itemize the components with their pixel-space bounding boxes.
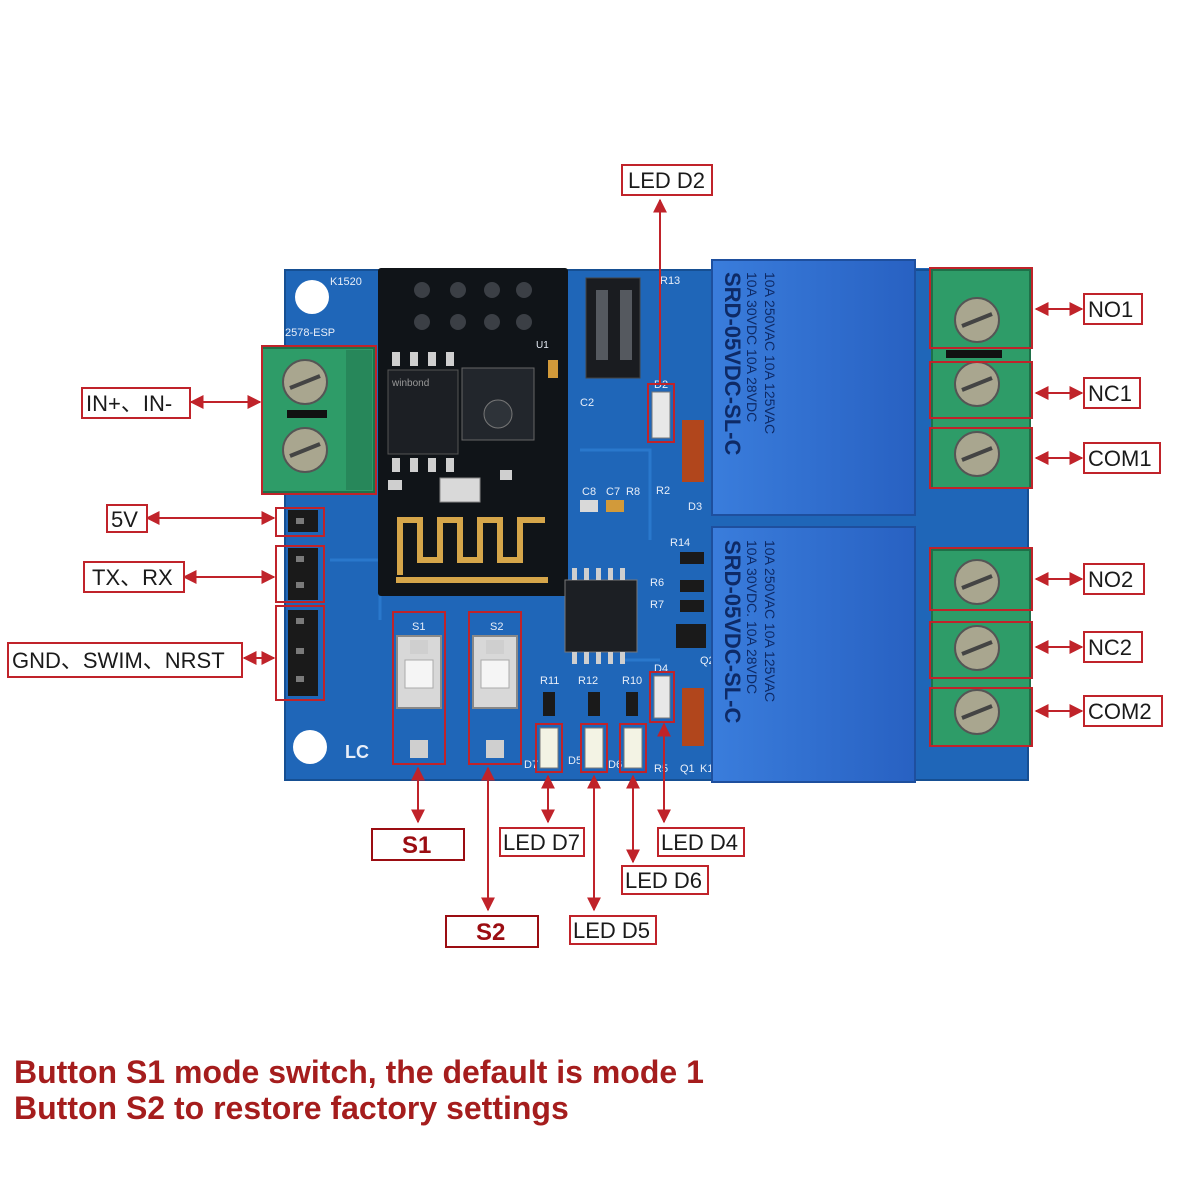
- mcu-chip: [564, 568, 638, 664]
- annotation-arrows: [145, 198, 1084, 912]
- svg-text:IN+、IN-: IN+、IN-: [86, 391, 172, 416]
- silk-2578: 2578-ESP: [285, 327, 335, 339]
- label-led-d6: LED D6: [621, 865, 709, 895]
- svg-text:NO1: NO1: [1088, 297, 1133, 322]
- svg-text:LED D2: LED D2: [628, 168, 705, 193]
- label-com1: COM1: [1083, 442, 1161, 474]
- mode-jumper: R13 C2: [580, 275, 680, 409]
- button-s1[interactable]: S1: [396, 621, 442, 758]
- label-led-d7: LED D7: [499, 827, 585, 857]
- label-s2: S2: [445, 915, 539, 948]
- relay2-terminal-block: [931, 549, 1031, 747]
- svg-text:R7: R7: [650, 599, 664, 611]
- svg-text:SRD-05VDC-SL-C: SRD-05VDC-SL-C: [720, 272, 745, 455]
- svg-text:COM2: COM2: [1088, 699, 1152, 724]
- svg-text:COM1: COM1: [1088, 446, 1152, 471]
- label-no2: NO2: [1083, 563, 1145, 595]
- silk-lc: LC: [345, 742, 369, 762]
- svg-text:U1: U1: [536, 340, 549, 351]
- svg-text:10A 30VDC. 10A 28VDC: 10A 30VDC. 10A 28VDC: [744, 540, 760, 694]
- svg-text:5V: 5V: [111, 507, 138, 532]
- status-leds: R11 R12 R10 D7 D5 D6: [524, 675, 643, 771]
- svg-text:10A 30VDC 10A 28VDC: 10A 30VDC 10A 28VDC: [744, 272, 760, 422]
- pin-headers: [288, 510, 318, 696]
- label-s1: S1: [371, 828, 465, 861]
- svg-text:R5: R5: [654, 763, 668, 775]
- label-com2: COM2: [1083, 695, 1163, 727]
- svg-text:GND、SWIM、NRST: GND、SWIM、NRST: [12, 648, 225, 673]
- svg-text:S2: S2: [490, 621, 503, 633]
- svg-text:C2: C2: [580, 397, 594, 409]
- note-button-s1: Button S1 mode switch, the default is mo…: [14, 1054, 704, 1090]
- svg-text:D3: D3: [688, 501, 702, 513]
- svg-text:R6: R6: [650, 577, 664, 589]
- svg-text:S2: S2: [476, 919, 505, 946]
- button-s2[interactable]: S2: [472, 621, 518, 758]
- svg-text:R10: R10: [622, 675, 642, 687]
- relay1-terminal-block: [931, 269, 1031, 489]
- svg-text:C8: C8: [582, 486, 596, 498]
- label-no1: NO1: [1083, 293, 1143, 325]
- label-nc2: NC2: [1083, 631, 1143, 663]
- note-button-s2: Button S2 to restore factory settings: [14, 1090, 569, 1126]
- label-in-power: IN+、IN-: [81, 387, 191, 419]
- svg-text:10A 250VAC 10A 125VAC: 10A 250VAC 10A 125VAC: [762, 540, 778, 702]
- label-gnd-swim-nrst: GND、SWIM、NRST: [7, 642, 243, 678]
- flash-chip: [387, 369, 459, 455]
- svg-text:LED D5: LED D5: [573, 918, 650, 943]
- label-led-d5: LED D5: [569, 915, 657, 945]
- svg-text:LED D6: LED D6: [625, 868, 702, 893]
- label-led-d2: LED D2: [621, 164, 713, 196]
- svg-text:TX、RX: TX、RX: [92, 565, 173, 590]
- svg-text:NO2: NO2: [1088, 567, 1133, 592]
- svg-text:Q1: Q1: [680, 763, 695, 775]
- svg-text:R2: R2: [656, 485, 670, 497]
- highlight-boxes: [261, 267, 1033, 773]
- svg-text:D7: D7: [524, 759, 538, 771]
- svg-text:NC1: NC1: [1088, 381, 1132, 406]
- svg-text:C7: C7: [606, 486, 620, 498]
- svg-text:LED D4: LED D4: [661, 830, 738, 855]
- relay-2: 10A 250VAC 10A 125VAC 10A 30VDC. 10A 28V…: [711, 526, 916, 783]
- svg-text:R11: R11: [540, 675, 559, 687]
- esp01-module: winbond U1: [378, 268, 568, 596]
- svg-text:K1: K1: [700, 763, 713, 775]
- svg-text:R14: R14: [670, 537, 690, 549]
- relay-1: 10A 250VAC 10A 125VAC 10A 30VDC 10A 28VD…: [711, 259, 916, 516]
- mounting-hole-bottom: [293, 730, 327, 764]
- label-led-d4: LED D4: [657, 827, 745, 857]
- svg-text:SRD-05VDC-SL-C: SRD-05VDC-SL-C: [720, 540, 745, 723]
- label-tx-rx: TX、RX: [83, 561, 185, 593]
- pcb-antenna: [396, 517, 548, 583]
- svg-text:R8: R8: [626, 486, 640, 498]
- svg-text:D6: D6: [608, 759, 622, 771]
- silk-k1520: K1520: [330, 276, 362, 288]
- power-input-terminal: [261, 347, 375, 493]
- mounting-hole-top: [295, 280, 329, 314]
- svg-text:winbond: winbond: [391, 378, 429, 389]
- svg-text:10A 250VAC 10A 125VAC: 10A 250VAC 10A 125VAC: [762, 272, 778, 434]
- svg-text:LED D7: LED D7: [503, 830, 580, 855]
- svg-text:S1: S1: [402, 832, 431, 859]
- svg-text:R13: R13: [660, 275, 680, 287]
- svg-text:S1: S1: [412, 621, 425, 633]
- svg-text:D4: D4: [654, 663, 668, 675]
- svg-text:NC2: NC2: [1088, 635, 1132, 660]
- label-nc1: NC1: [1083, 377, 1141, 409]
- label-5v: 5V: [106, 504, 148, 533]
- svg-text:D5: D5: [568, 755, 582, 767]
- svg-text:R12: R12: [578, 675, 598, 687]
